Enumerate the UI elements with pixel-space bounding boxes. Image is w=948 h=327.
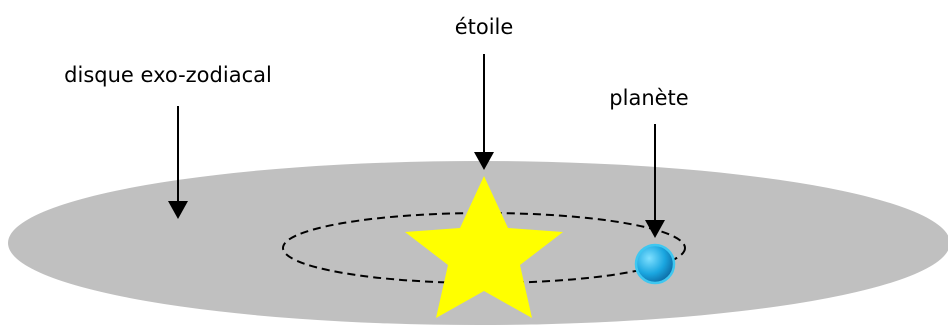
arrow-to-disk: [168, 106, 188, 219]
disk-label: disque exo-zodiacal: [64, 63, 272, 87]
star-label: étoile: [455, 15, 514, 39]
planet-icon: [636, 245, 674, 283]
arrow-to-star: [474, 54, 494, 170]
planet-label: planète: [609, 86, 688, 110]
